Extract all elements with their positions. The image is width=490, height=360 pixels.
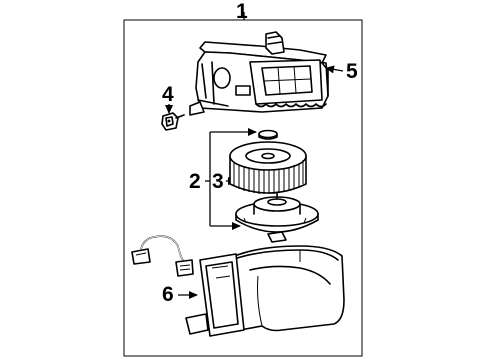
callout-2: 2	[189, 170, 201, 193]
callout-3: 3	[212, 170, 224, 193]
wire-harness	[131, 235, 194, 277]
filter-grid	[261, 65, 313, 96]
blower-resistor	[161, 112, 185, 131]
blower-fan	[229, 129, 307, 194]
callout-4: 4	[162, 83, 174, 106]
leader-lines	[165, 65, 344, 299]
upper-blower-case	[189, 31, 329, 116]
callout-5: 5	[346, 60, 358, 83]
fan-vanes	[233, 160, 304, 194]
callout-6: 6	[162, 283, 174, 306]
lower-blower-case	[185, 245, 345, 337]
blower-motor	[235, 191, 319, 243]
assembly-frame	[123, 12, 363, 357]
callout-1: 1	[236, 0, 248, 23]
